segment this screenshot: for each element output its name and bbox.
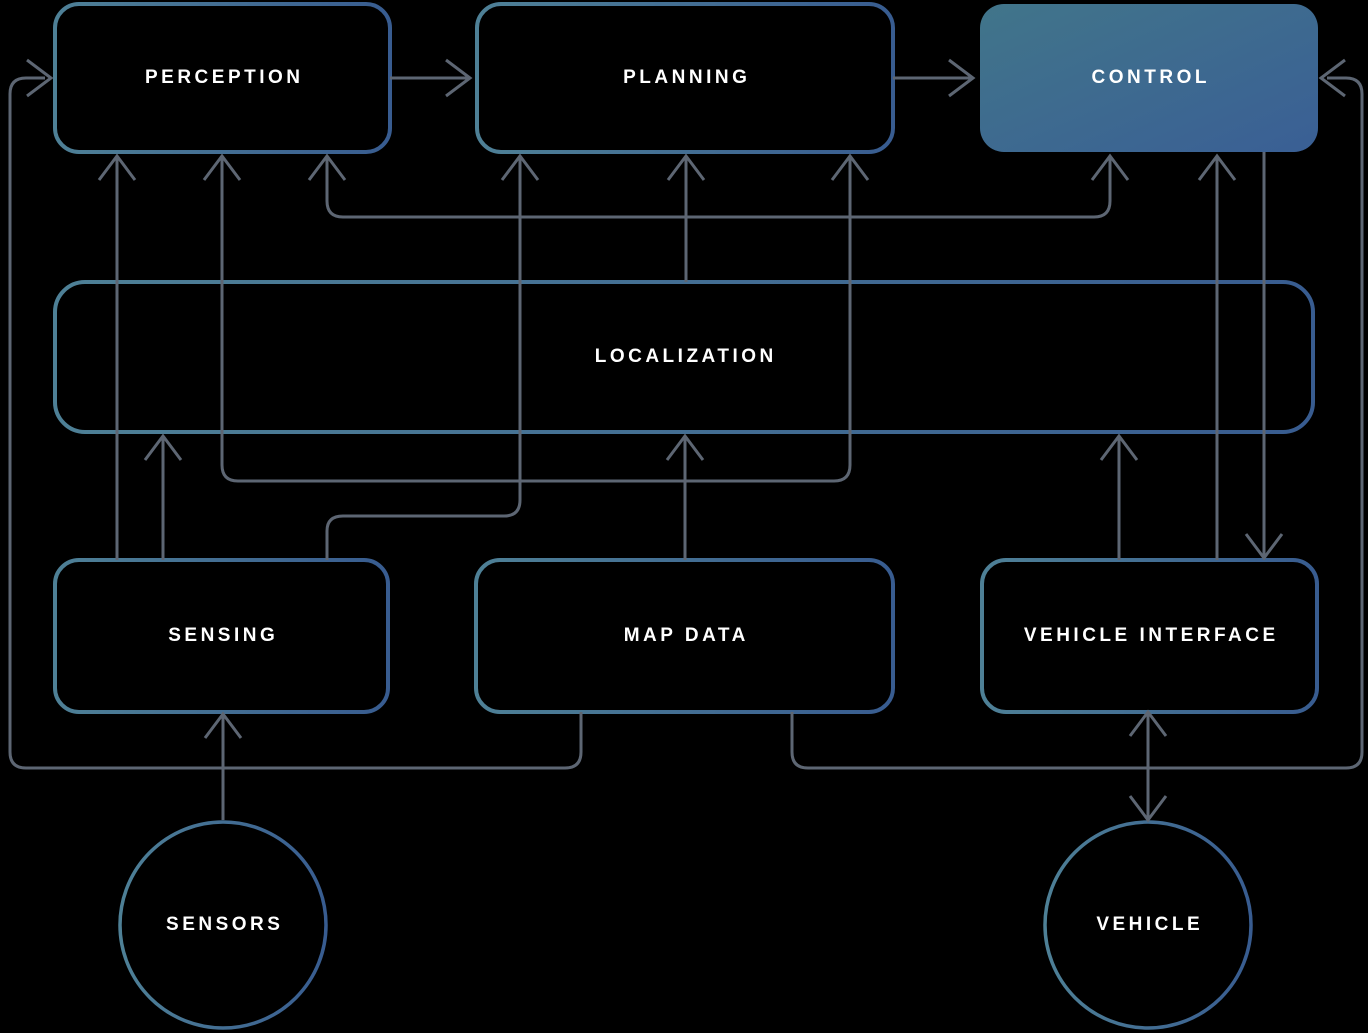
node-vehicle-interface-box — [980, 558, 1319, 714]
node-localization-box — [53, 280, 1315, 434]
edge-map-data-bus-to-perception-and-planning-arrows — [202, 153, 870, 483]
edge-localization-to-planning-arrow — [666, 153, 706, 282]
edge-control-to-vehicle-interface-arrow — [1244, 152, 1284, 561]
edge-map-data-to-localization-arrow — [665, 433, 705, 560]
node-control-box — [980, 4, 1318, 152]
edge-sensing-to-planning-arrow — [325, 153, 540, 560]
edge-map-data-to-perception-arrow — [8, 58, 583, 770]
node-map-data-box — [474, 558, 895, 714]
edge-map-data-to-control-arrow — [790, 58, 1364, 770]
edge-vehicle-interface-vehicle-bidirectional-arrow — [1128, 709, 1168, 823]
node-sensing-box — [53, 558, 390, 714]
node-planning-box — [475, 2, 895, 154]
edge-localization-bus-to-perception-and-control-arrows — [307, 153, 1130, 219]
edge-sensing-to-localization-arrow — [143, 433, 183, 560]
edge-vehicle-interface-to-localization-arrow — [1099, 433, 1139, 560]
edge-vehicle-interface-to-control-arrow — [1197, 153, 1237, 560]
node-perception-box — [53, 2, 392, 154]
edge-sensing-to-perception-arrow — [97, 153, 137, 560]
node-sensors-circle — [118, 820, 328, 1030]
edge-sensors-to-sensing-arrow — [203, 711, 243, 820]
edge-perception-to-planning-arrow — [390, 58, 473, 98]
edge-planning-to-control-arrow — [893, 58, 976, 98]
node-vehicle-circle — [1043, 820, 1253, 1030]
